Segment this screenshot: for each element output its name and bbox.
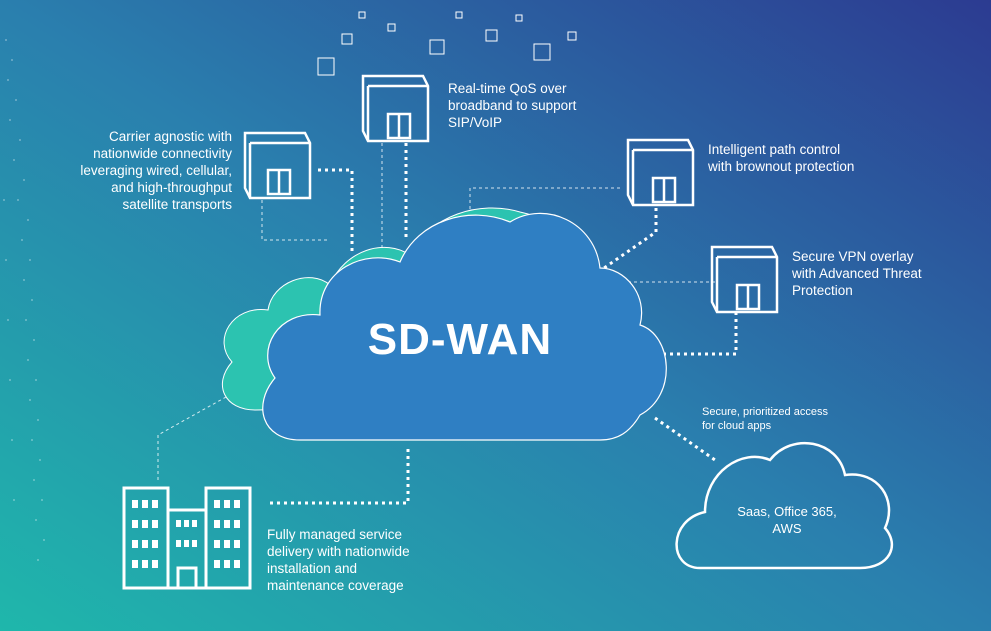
feature-cloud-access-line: Secure, prioritized access [702,406,828,418]
cloud-apps-line: Saas, Office 365, [737,504,837,519]
connector-vpn [660,312,738,356]
connector-building [270,445,410,505]
feature-carrier-line: and high-throughput [111,180,232,195]
feature-vpn-line: with Advanced Threat [792,266,922,281]
feature-qos-line: broadband to support [448,98,577,113]
feature-carrier-line: leveraging wired, cellular, [80,163,232,178]
connector-lines [157,143,738,505]
feature-carrier-line: Carrier agnostic with [108,129,232,144]
office-building-windows [132,500,240,568]
office-building-icon [122,486,252,590]
device-icon-path [626,138,695,207]
feature-carrier-line: satellite transports [122,197,232,212]
feature-qos-label: Real-time QoS over broadband to support … [448,80,638,131]
sdwan-cloud [262,212,667,441]
cloud-apps-line: AWS [772,521,802,536]
feature-managed-label: Fully managed service delivery with nati… [267,526,467,594]
device-icon-carrier [243,131,312,200]
feature-vpn-line: Protection [792,283,853,298]
feature-managed-line: Fully managed service [267,527,403,542]
feature-cloud-access-label: Secure, prioritized access for cloud app… [702,405,872,433]
cloud-apps-cloud [675,442,894,570]
feature-qos-line: SIP/VoIP [448,115,503,130]
connector-cloud-apps [654,416,716,462]
feature-vpn-label: Secure VPN overlay with Advanced Threat … [792,248,982,299]
feature-cloud-access-line: for cloud apps [702,420,772,432]
feature-carrier-line: nationwide connectivity [93,146,232,161]
connector-path [593,208,658,277]
feature-managed-line: delivery with nationwide [267,544,410,559]
sdwan-title: SD-WAN [367,315,553,364]
feature-path-label: Intelligent path control with brownout p… [708,141,908,175]
device-icon-vpn [710,245,779,314]
feature-managed-line: maintenance coverage [267,578,404,593]
feature-managed-line: installation and [267,561,358,576]
feature-path-line: with brownout protection [708,159,855,174]
feature-vpn-line: Secure VPN overlay [792,249,914,264]
feature-path-line: Intelligent path control [708,142,841,157]
feature-qos-line: Real-time QoS over [448,81,567,96]
feature-carrier-label: Carrier agnostic with nationwide connect… [30,128,232,213]
small-device-icons [317,11,577,76]
dot-wave-decoration [3,39,45,561]
cloud-apps-label: Saas, Office 365, AWS [712,503,862,537]
device-icon-qos [361,74,430,143]
